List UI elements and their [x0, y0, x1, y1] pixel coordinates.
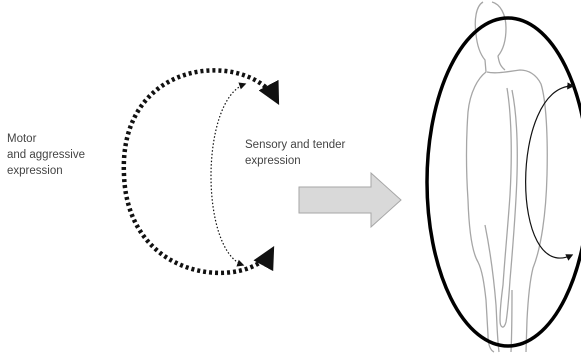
body-double-arrow	[525, 82, 575, 261]
motor-expression-label: Motor and aggressive expression	[7, 133, 85, 177]
sensory-expression-label: Sensory and tender expression	[245, 139, 346, 167]
human-figure-icon	[465, 1, 548, 353]
body-ellipse	[425, 16, 581, 348]
motor-expression-arc	[121, 68, 280, 276]
transition-arrow-icon	[298, 171, 402, 229]
sensory-expression-arc	[210, 82, 247, 267]
